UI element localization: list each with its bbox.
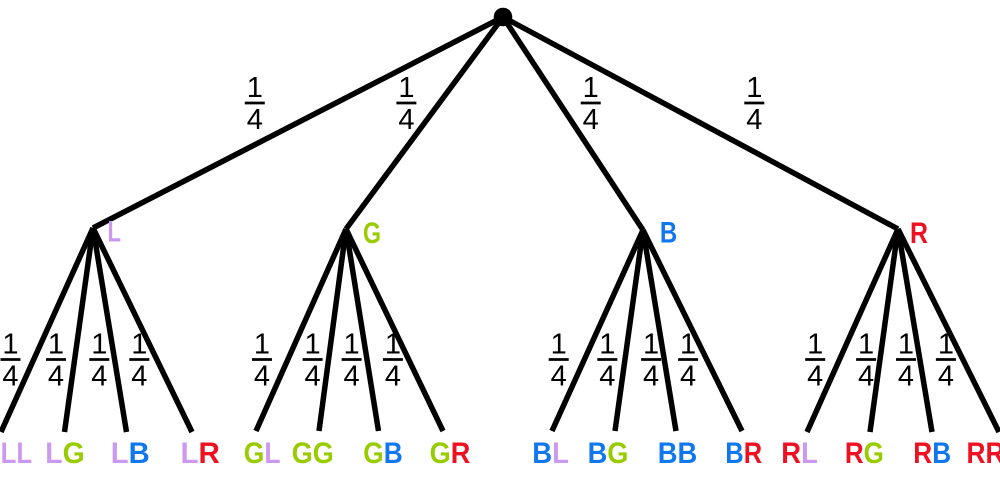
svg-text:1: 1 — [398, 72, 414, 104]
svg-text:R: R — [910, 217, 928, 250]
svg-text:4: 4 — [305, 361, 321, 393]
svg-text:BG: BG — [588, 437, 629, 470]
svg-text:4: 4 — [247, 104, 263, 136]
svg-text:1: 1 — [746, 72, 762, 104]
svg-text:1: 1 — [305, 329, 321, 361]
svg-text:GR: GR — [430, 437, 471, 470]
svg-text:1: 1 — [858, 329, 874, 361]
svg-text:4: 4 — [131, 361, 147, 393]
svg-text:GG: GG — [292, 437, 334, 470]
svg-text:1: 1 — [247, 72, 263, 104]
svg-text:B: B — [660, 217, 677, 250]
svg-text:LL: LL — [1, 437, 33, 470]
svg-text:4: 4 — [385, 361, 401, 393]
svg-text:4: 4 — [858, 361, 874, 393]
svg-text:4: 4 — [91, 361, 107, 393]
svg-text:4: 4 — [551, 361, 567, 393]
svg-text:4: 4 — [344, 361, 360, 393]
svg-text:GL: GL — [244, 437, 281, 470]
svg-text:4: 4 — [254, 361, 270, 393]
svg-text:4: 4 — [2, 361, 18, 393]
svg-text:1: 1 — [48, 329, 64, 361]
svg-text:4: 4 — [599, 361, 615, 393]
svg-text:LR: LR — [181, 437, 221, 470]
svg-text:RR: RR — [967, 437, 1000, 470]
svg-text:BL: BL — [532, 437, 569, 470]
svg-text:G: G — [363, 217, 381, 250]
svg-text:1: 1 — [131, 329, 147, 361]
svg-text:4: 4 — [48, 361, 64, 393]
svg-text:1: 1 — [807, 329, 823, 361]
svg-text:4: 4 — [807, 361, 823, 393]
svg-text:1: 1 — [680, 329, 696, 361]
svg-text:4: 4 — [938, 361, 954, 393]
svg-text:L: L — [107, 216, 121, 249]
svg-text:1: 1 — [344, 329, 360, 361]
svg-text:1: 1 — [938, 329, 954, 361]
svg-text:1: 1 — [898, 329, 914, 361]
svg-text:4: 4 — [898, 361, 914, 393]
svg-text:1: 1 — [91, 329, 107, 361]
svg-text:1: 1 — [583, 72, 599, 104]
svg-text:1: 1 — [2, 329, 18, 361]
svg-text:1: 1 — [385, 329, 401, 361]
svg-text:4: 4 — [746, 104, 762, 136]
svg-text:1: 1 — [254, 329, 270, 361]
svg-text:4: 4 — [643, 361, 659, 393]
svg-text:RB: RB — [913, 437, 951, 470]
svg-text:1: 1 — [551, 329, 567, 361]
svg-text:RG: RG — [845, 437, 884, 470]
svg-text:LB: LB — [111, 437, 150, 470]
svg-text:4: 4 — [583, 104, 599, 136]
svg-text:4: 4 — [680, 361, 696, 393]
svg-text:1: 1 — [643, 329, 659, 361]
svg-text:GB: GB — [363, 437, 402, 470]
svg-text:1: 1 — [599, 329, 615, 361]
svg-text:BR: BR — [725, 437, 762, 470]
svg-text:4: 4 — [398, 104, 414, 136]
svg-text:RL: RL — [781, 437, 818, 470]
svg-text:BB: BB — [658, 437, 698, 470]
svg-text:LG: LG — [45, 437, 84, 470]
